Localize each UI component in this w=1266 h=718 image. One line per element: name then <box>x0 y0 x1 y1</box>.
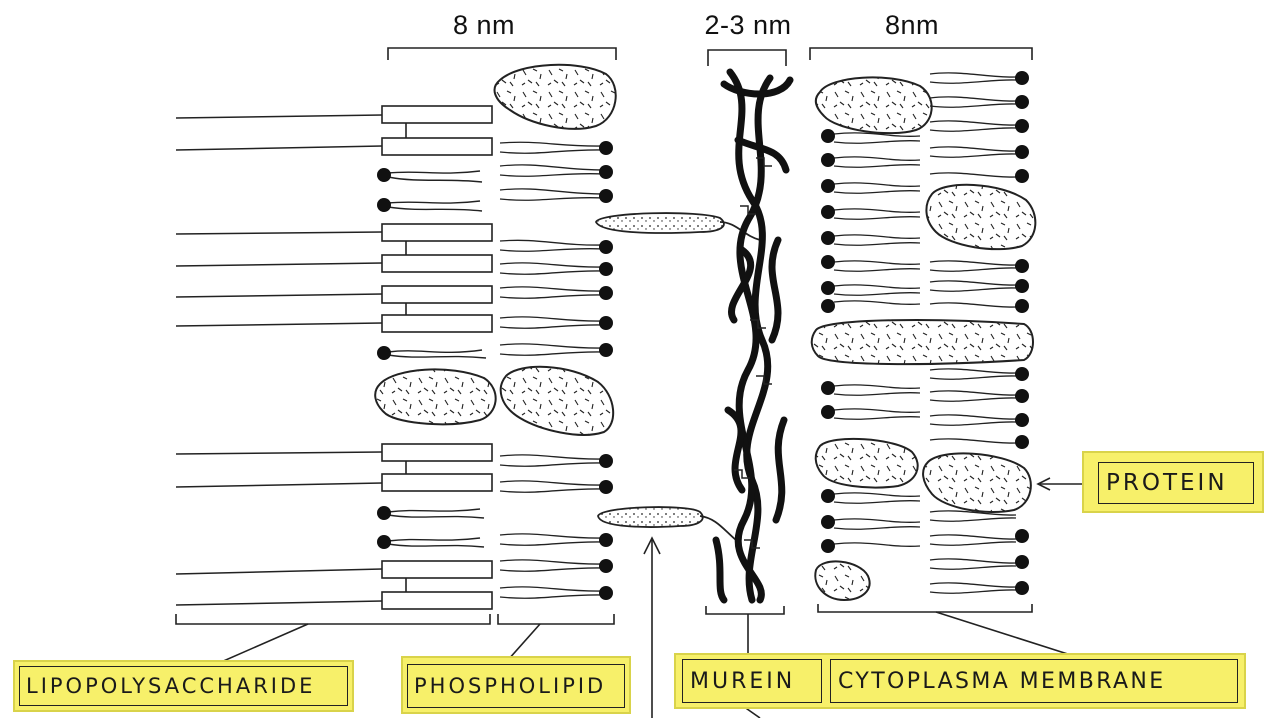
cm-proteins <box>812 77 1036 600</box>
label-murein: MUREIN <box>690 669 795 694</box>
label-lipopolysaccharide: LIPOPOLYSACCHARIDE <box>26 674 315 698</box>
label-cytoplasma-membrane: CYTOPLASMA MEMBRANE <box>838 669 1166 694</box>
lipoproteins <box>596 213 760 540</box>
lps-chains <box>176 115 382 605</box>
label-protein: PROTEIN <box>1106 470 1228 496</box>
dim-murein: 2-3 nm <box>704 10 791 41</box>
phospholipid-heads <box>599 141 613 600</box>
label-phospholipid: PHOSPHOLIPID <box>414 674 606 698</box>
bottom-brackets <box>176 604 1032 624</box>
dimension-brackets <box>388 48 1032 66</box>
dim-outer-membrane: 8 nm <box>453 10 515 41</box>
murein-strands <box>716 72 790 600</box>
dim-cytoplasma-membrane: 8nm <box>885 10 939 41</box>
